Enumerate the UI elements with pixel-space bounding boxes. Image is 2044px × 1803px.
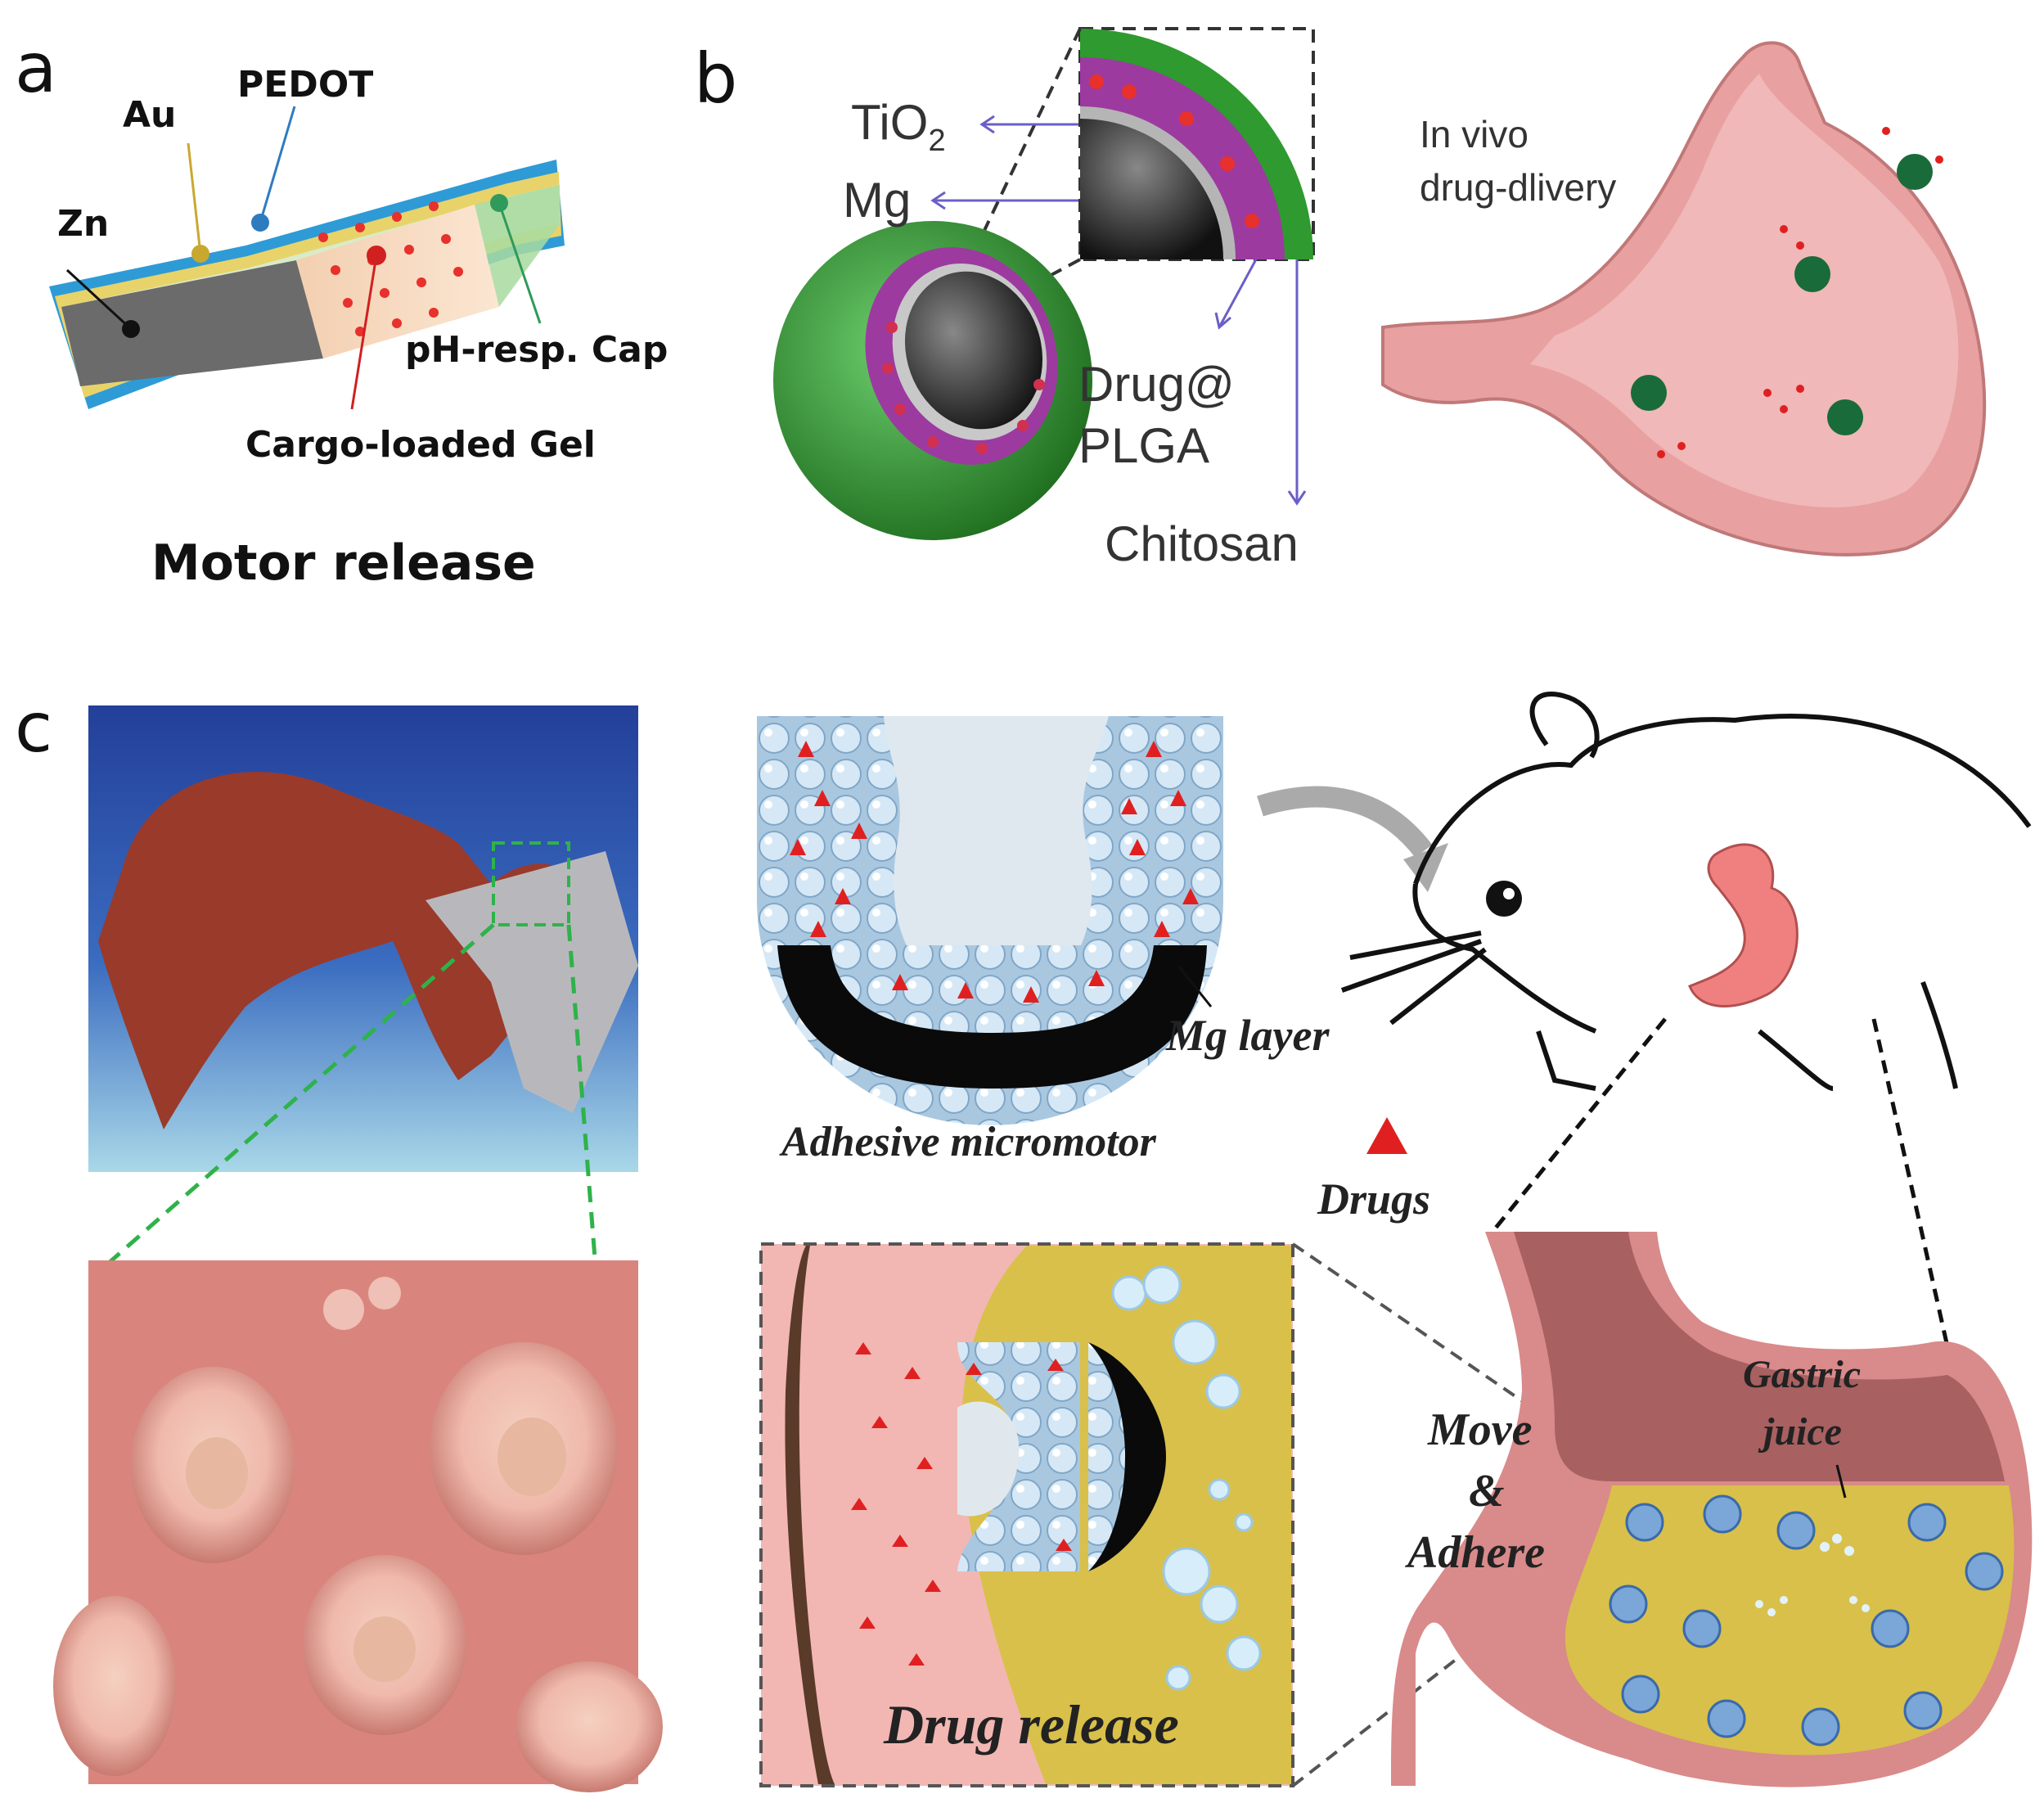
gastric-label-line1: Gastric [1743,1353,1861,1396]
drugs-legend-symbol [1366,1117,1407,1154]
zoom-line-2 [1014,258,1081,296]
mouse-zoom-line-right [1871,1018,1958,1384]
mouse-stomach [1688,843,1799,1007]
zn-callout [65,268,133,331]
invivo-label-line1: In vivo [1420,113,1528,156]
au-label: Au [123,94,176,136]
invivo-label-line2: drug-dlivery [1420,166,1616,209]
adhesive-micromotor-diagram [757,716,1223,1125]
mouse-eye [1486,881,1522,917]
panel-b-letter: b [694,38,737,119]
mg-layer-label: Mg layer [1165,1011,1330,1060]
cargo-gel-label: Cargo-loaded Gel [245,424,596,466]
mg-label: Mg [843,173,911,228]
ampersand-label: & [1469,1466,1505,1517]
nanomotor-tube [49,106,565,410]
panel-c-letter: c [15,687,52,768]
zn-callout-dot [122,320,140,338]
drug-release-label: Drug release [883,1693,1179,1756]
drugs-legend-label: Drugs [1317,1174,1430,1224]
panel-b: b [694,27,1987,571]
tio2-label: TiO2 [851,95,946,158]
drug-release-scene [785,1246,1291,1784]
janus-micromotor-sphere [773,221,1092,540]
cargo-callout-dot [367,246,386,265]
ph-cap [475,185,560,307]
pedot-label: PEDOT [237,64,373,106]
adhesive-micromotor-label: Adhesive micromotor [779,1119,1157,1165]
pedot-callout-dot [251,214,269,232]
octopus-zoom-box [492,841,570,926]
cargo-particles [318,201,463,336]
gastric-callout [1835,1464,1847,1499]
delivery-arrow-head [1403,843,1448,892]
au-callout [187,142,202,255]
zn-label: Zn [57,203,109,245]
gastric-label-line2: juice [1758,1410,1842,1454]
ph-callout [497,202,542,324]
stomach-cross-section [1391,1232,2033,1787]
inset-zoom-line-bottom [1291,1537,1614,1787]
stomach-invivo-illustration [1381,41,1987,557]
mouse-zoom-line-left [1488,1017,1667,1237]
zoom-inset [1080,29,1313,259]
drug-plga-label-line1: Drug@ [1078,357,1235,412]
octopus-zoom-line-right [566,924,598,1269]
panel-c: c [15,687,2033,1792]
chitosan-label: Chitosan [1105,516,1299,571]
octopus-zoom-line-left [101,923,495,1270]
sucker-sem-image [53,1260,663,1792]
layer-arrows [930,115,1307,506]
zinc-core [61,260,323,386]
au-callout-dot [191,245,209,263]
panel-a-letter: a [15,28,56,108]
panel-a: a [15,28,668,592]
cargo-callout [350,255,378,410]
ph-callout-dot [490,194,508,212]
drug-plga-label-line2: PLGA [1078,418,1209,473]
octopus-photo [88,705,638,1172]
motor-release-caption: Motor release [151,534,536,592]
delivery-arrow [1257,786,1433,859]
ph-cap-label: pH-resp. Cap [405,329,668,371]
move-label: Move [1427,1404,1533,1455]
adhere-label: Adhere [1405,1527,1545,1578]
mouse-eye-highlight [1503,888,1515,899]
mouse-illustration [1341,692,2032,1091]
pedot-callout [259,106,296,223]
